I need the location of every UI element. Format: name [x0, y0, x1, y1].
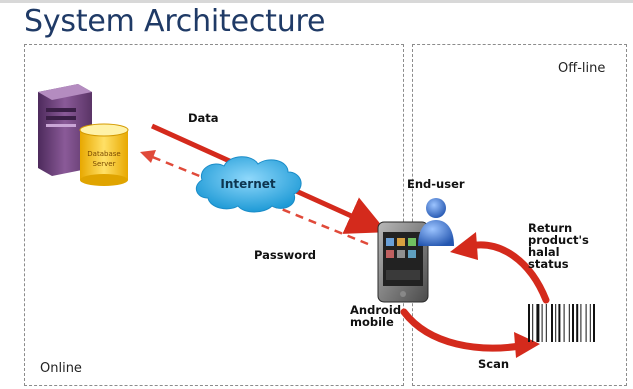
user-icon: [418, 198, 454, 246]
android-label: Android mobile: [350, 304, 401, 328]
offline-zone: [412, 44, 627, 386]
barcode-bar: [572, 304, 574, 342]
android-label-line1: Android: [350, 303, 402, 317]
password-label: Password: [254, 248, 316, 262]
return-label-line3: halal: [528, 245, 560, 259]
cloud-icon: [195, 156, 302, 213]
scan-arrow: [400, 308, 540, 358]
return-label-line2: product's: [528, 233, 589, 247]
database-cylinder-icon: [79, 123, 129, 186]
server-tower-icon: [38, 84, 92, 176]
page-title: System Architecture: [24, 4, 326, 39]
barcode-bar: [580, 304, 582, 342]
return-status-label: Return product's halal status: [528, 222, 589, 270]
top-rule: [0, 0, 633, 3]
android-label-line2: mobile: [350, 315, 394, 329]
barcode-bar: [589, 304, 591, 342]
barcode-bar: [563, 304, 565, 342]
barcode-bar: [541, 304, 543, 342]
barcode-bar: [545, 304, 547, 342]
return-label-line1: Return: [528, 221, 573, 235]
barcode-bar: [576, 304, 579, 342]
barcode-icon: [528, 304, 595, 342]
online-zone-label: Online: [40, 361, 82, 376]
end-user-label: End-user: [407, 177, 465, 191]
barcode-bar: [555, 304, 557, 342]
return-arrow: [450, 232, 550, 304]
cloud-label: Internet: [220, 177, 275, 191]
barcode-bar: [551, 304, 553, 342]
barcode-bar: [532, 304, 534, 342]
offline-zone-label: Off-line: [558, 61, 606, 76]
barcode-bar: [536, 304, 540, 342]
online-zone: [24, 44, 404, 386]
android-phone-icon: [377, 221, 429, 303]
barcode-bar: [528, 304, 530, 342]
database-label-line2: Server: [93, 160, 116, 168]
barcode-bar: [568, 304, 570, 342]
barcode-bar: [593, 304, 595, 342]
barcode-bar: [558, 304, 561, 342]
return-label-line4: status: [528, 257, 569, 271]
database-label-line1: Database: [87, 150, 120, 158]
barcode-bar: [585, 304, 587, 342]
data-label: Data: [188, 111, 219, 125]
scan-label: Scan: [478, 357, 510, 371]
